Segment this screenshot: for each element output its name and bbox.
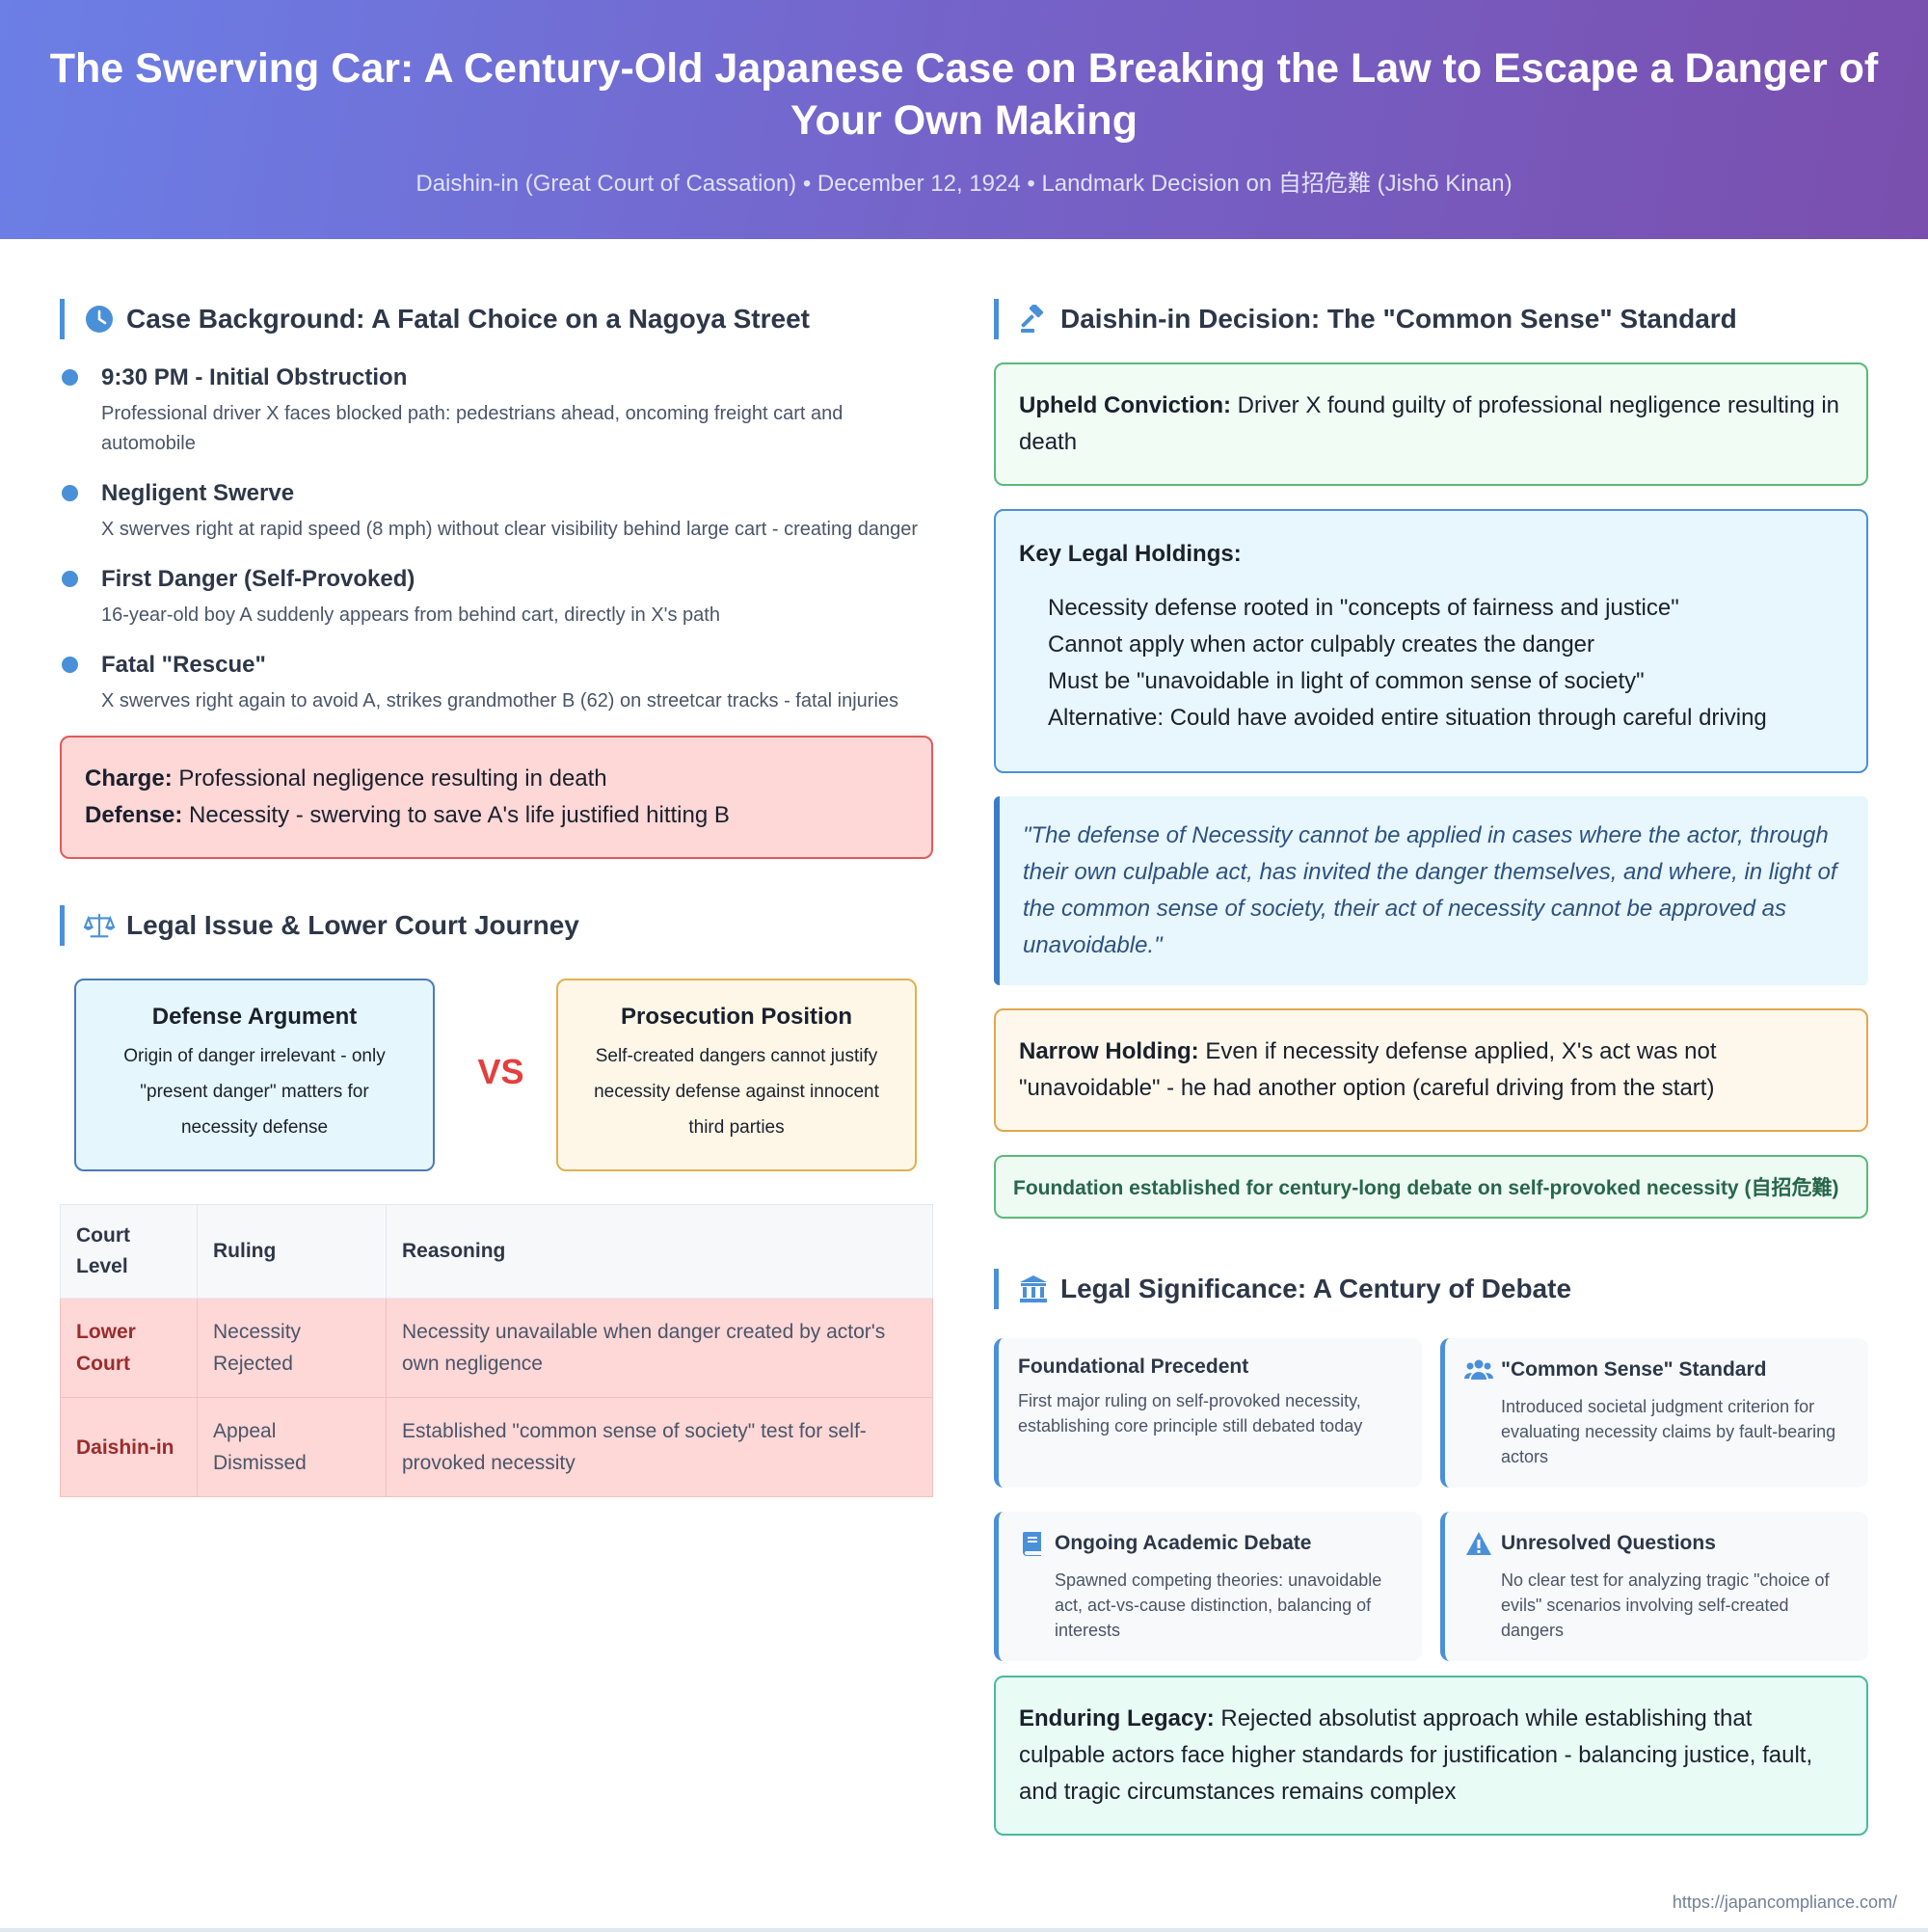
gavel-icon <box>1018 304 1049 335</box>
upheld-label: Upheld Conviction: <box>1019 392 1231 418</box>
section-title-significance: Legal Significance: A Century of Debate <box>994 1269 1868 1309</box>
card-title: Unresolved Questions <box>1501 1532 1716 1554</box>
bottom-divider <box>0 1928 1928 1932</box>
book-icon <box>1018 1529 1047 1558</box>
table-row: Daishin-in Appeal Dismissed Established … <box>60 1397 933 1497</box>
charge-label: Charge: <box>85 765 173 792</box>
page-subtitle: Daishin-in (Great Court of Cassation) • … <box>415 171 1513 197</box>
card-body: Spawned competing theories: unavoidable … <box>1055 1570 1382 1640</box>
charge-defense-box: Charge: Professional negligence resultin… <box>60 736 933 859</box>
table-cell: Necessity Rejected <box>197 1298 387 1398</box>
section-title-decision: Daishin-in Decision: The "Common Sense" … <box>994 299 1868 339</box>
table-header: Court Level <box>60 1204 198 1299</box>
table-cell: Appeal Dismissed <box>197 1397 387 1497</box>
charge-text: Professional negligence resulting in dea… <box>178 765 607 792</box>
card-title: "Common Sense" Standard <box>1501 1358 1767 1381</box>
timeline-title: Fatal "Rescue" <box>101 652 266 678</box>
timeline-dot <box>62 369 78 386</box>
significance-card: Foundational Precedent First major rulin… <box>994 1338 1422 1488</box>
narrow-text: Even if necessity defense applied, X's a… <box>1019 1038 1717 1101</box>
foundation-note: Foundation established for century-long … <box>994 1155 1868 1219</box>
timeline-dot <box>62 657 78 673</box>
prosecution-position-body: Self-created dangers cannot justify nece… <box>594 1046 879 1138</box>
card-title: Foundational Precedent <box>1018 1355 1249 1378</box>
table-cell: Daishin-in <box>60 1397 198 1497</box>
upheld-conviction-box: Upheld Conviction: Driver X found guilty… <box>994 362 1868 486</box>
timeline-desc: Professional driver X faces blocked path… <box>101 403 844 454</box>
enduring-legacy-box: Enduring Legacy: Rejected absolutist app… <box>994 1676 1868 1836</box>
table-cell: Established "common sense of society" te… <box>386 1397 933 1497</box>
table-header: Ruling <box>197 1204 387 1299</box>
timeline-desc: X swerves right again to avoid A, strike… <box>101 690 899 711</box>
list-item: Alternative: Could have avoided entire s… <box>1048 705 1767 731</box>
left-column: Case Background: A Fatal Choice on a Nag… <box>60 239 933 1497</box>
timeline-item: Fatal "Rescue" X swerves right again to … <box>60 650 933 716</box>
card-body: Introduced societal judgment criterion f… <box>1501 1397 1836 1466</box>
clock-icon <box>84 304 115 335</box>
scales-icon <box>84 910 115 941</box>
prosecution-position-card: Prosecution Position Self-created danger… <box>556 979 917 1171</box>
significance-grid: Foundational Precedent First major rulin… <box>994 1338 1868 1676</box>
footer-url[interactable]: https://japancompliance.com/ <box>1672 1892 1897 1912</box>
holdings-list: Necessity defense rooted in "concepts of… <box>1019 590 1843 737</box>
users-icon <box>1464 1355 1493 1384</box>
timeline-title: Negligent Swerve <box>101 480 295 506</box>
timeline-title: First Danger (Self-Provoked) <box>101 566 415 592</box>
holdings-title: Key Legal Holdings: <box>1019 541 1242 567</box>
timeline-item: Negligent Swerve X swerves right at rapi… <box>60 478 933 545</box>
section-title-issue: Legal Issue & Lower Court Journey <box>60 905 933 946</box>
card-body: No clear test for analyzing tragic "choi… <box>1501 1570 1830 1640</box>
list-item: Necessity defense rooted in "concepts of… <box>1048 595 1679 621</box>
court-journey-table: Court Level Ruling Reasoning Lower Court… <box>60 1204 933 1497</box>
narrow-holding-box: Narrow Holding: Even if necessity defens… <box>994 1008 1868 1132</box>
timeline: 9:30 PM - Initial Obstruction Profession… <box>60 362 933 716</box>
list-item: Cannot apply when actor culpably creates… <box>1048 631 1595 657</box>
table-cell: Necessity unavailable when danger create… <box>386 1298 933 1398</box>
timeline-dot <box>62 485 78 501</box>
upheld-text: Driver X found guilty of professional ne… <box>1019 392 1840 455</box>
page-title: The Swerving Car: A Century-Old Japanese… <box>49 45 1879 144</box>
right-column: Daishin-in Decision: The "Common Sense" … <box>994 239 1868 1836</box>
table-cell: Lower Court <box>60 1298 198 1398</box>
defense-argument-body: Origin of danger irrelevant - only "pres… <box>123 1046 386 1138</box>
timeline-title: 9:30 PM - Initial Obstruction <box>101 364 408 390</box>
list-item: Must be "unavoidable in light of common … <box>1048 668 1645 694</box>
court-quote: "The defense of Necessity cannot be appl… <box>994 796 1868 985</box>
legacy-text: Rejected absolutist approach while estab… <box>1019 1705 1813 1805</box>
key-holdings-box: Key Legal Holdings: Necessity defense ro… <box>994 509 1868 773</box>
significance-card: Ongoing Academic Debate Spawned competin… <box>994 1512 1422 1661</box>
table-row: Lower Court Necessity Rejected Necessity… <box>60 1298 933 1398</box>
defense-argument-title: Defense Argument <box>151 1004 358 1030</box>
versus-label: VS <box>477 1052 524 1091</box>
page-header: The Swerving Car: A Century-Old Japanese… <box>0 0 1928 239</box>
argument-comparison: Defense Argument Origin of danger irrele… <box>60 979 933 1173</box>
card-body: First major ruling on self-provoked nece… <box>1018 1391 1363 1436</box>
warning-icon <box>1464 1529 1493 1558</box>
timeline-desc: X swerves right at rapid speed (8 mph) w… <box>101 519 919 540</box>
narrow-label: Narrow Holding: <box>1019 1038 1199 1064</box>
table-header-row: Court Level Ruling Reasoning <box>60 1204 933 1299</box>
table-header: Reasoning <box>386 1204 933 1299</box>
significance-card: Unresolved Questions No clear test for a… <box>1440 1512 1868 1661</box>
defense-text: Necessity - swerving to save A's life ju… <box>189 802 730 828</box>
legacy-label: Enduring Legacy: <box>1019 1705 1215 1731</box>
courthouse-icon <box>1018 1274 1049 1304</box>
timeline-dot <box>62 571 78 587</box>
card-title: Ongoing Academic Debate <box>1055 1532 1312 1554</box>
timeline-desc: 16-year-old boy A suddenly appears from … <box>101 604 720 626</box>
significance-card: "Common Sense" Standard Introduced socie… <box>1440 1338 1868 1488</box>
timeline-item: 9:30 PM - Initial Obstruction Profession… <box>60 362 933 459</box>
defense-label: Defense: <box>85 802 183 828</box>
prosecution-position-title: Prosecution Position <box>620 1004 853 1030</box>
timeline-item: First Danger (Self-Provoked) 16-year-old… <box>60 564 933 631</box>
section-title-background: Case Background: A Fatal Choice on a Nag… <box>60 299 933 339</box>
defense-argument-card: Defense Argument Origin of danger irrele… <box>74 979 435 1171</box>
